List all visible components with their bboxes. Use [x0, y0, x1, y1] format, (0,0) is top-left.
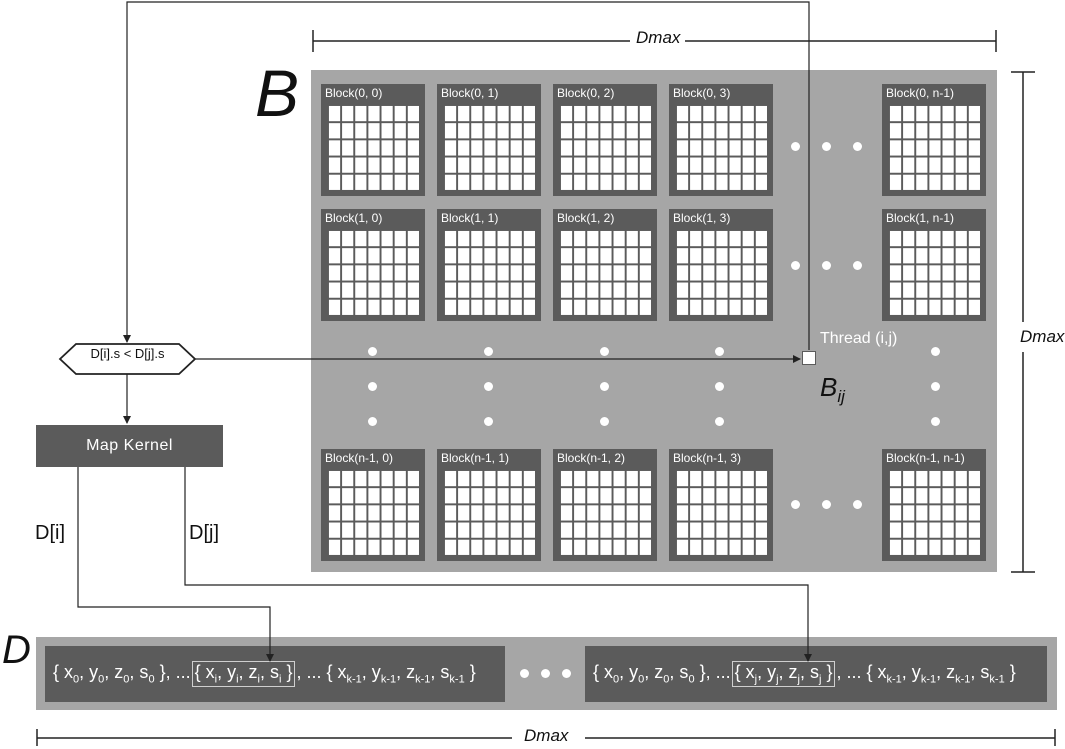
- d-segment-left: { x0, y0, z0, s0 }, ... { xi, yi, zi, si…: [45, 646, 505, 702]
- thread-grid: [327, 104, 419, 190]
- dim-right-label: Dmax: [1020, 327, 1065, 346]
- thread-grid: [443, 229, 535, 315]
- thread-grid: [327, 229, 419, 315]
- thread-cell: [802, 351, 816, 365]
- block-label: Block(1, 1): [441, 211, 499, 225]
- block-1-2: Block(1, 2): [553, 209, 657, 321]
- block-1-1: Block(1, 1): [437, 209, 541, 321]
- block-1-n-1: Block(1, n-1): [882, 209, 986, 321]
- block-label: Block(0, n-1): [886, 86, 955, 100]
- thread-grid: [559, 229, 651, 315]
- block-n-1-2: Block(n-1, 2): [553, 449, 657, 561]
- block-label: Block(1, 3): [673, 211, 731, 225]
- bij-label: Bij: [820, 372, 845, 407]
- d-j-label: D[j]: [189, 522, 219, 544]
- block-label: Block(0, 3): [673, 86, 731, 100]
- thread-grid: [559, 104, 651, 190]
- d-array-label: D: [2, 628, 31, 672]
- block-label: Block(n-1, 3): [673, 451, 742, 465]
- map-kernel-label: Map Kernel: [86, 437, 173, 454]
- dim-top: [312, 30, 997, 52]
- block-label: Block(n-1, n-1): [886, 451, 965, 465]
- thread-grid: [888, 104, 980, 190]
- b-matrix-label: B: [255, 56, 300, 130]
- thread-grid: [675, 229, 767, 315]
- block-0-n-1: Block(0, n-1): [882, 84, 986, 196]
- block-0-2: Block(0, 2): [553, 84, 657, 196]
- block-1-0: Block(1, 0): [321, 209, 425, 321]
- block-label: Block(n-1, 2): [557, 451, 626, 465]
- thread-grid: [888, 229, 980, 315]
- block-n-1-1: Block(n-1, 1): [437, 449, 541, 561]
- thread-grid: [443, 469, 535, 555]
- block-label: Block(0, 1): [441, 86, 499, 100]
- kernel-to-dj-arrow: [184, 467, 812, 662]
- block-label: Block(n-1, 0): [325, 451, 394, 465]
- block-n-1-3: Block(n-1, 3): [669, 449, 773, 561]
- block-0-3: Block(0, 3): [669, 84, 773, 196]
- thread-grid: [443, 104, 535, 190]
- thread-grid: [675, 104, 767, 190]
- block-label: Block(1, 0): [325, 211, 383, 225]
- map-kernel-box: Map Kernel: [36, 425, 223, 467]
- d-right-end: , ... { xk-1, yk-1, zk-1, sk-1 }: [836, 662, 1016, 686]
- condition-label: D[i].s < D[j].s: [90, 346, 165, 361]
- block-label: Block(0, 0): [325, 86, 383, 100]
- block-1-3: Block(1, 3): [669, 209, 773, 321]
- thread-grid: [327, 469, 419, 555]
- d-left-start: { x0, y0, z0, s0 }, ...: [53, 662, 191, 686]
- d-i-label: D[i]: [35, 522, 65, 544]
- dim-top-label: Dmax: [632, 28, 685, 48]
- block-0-1: Block(0, 1): [437, 84, 541, 196]
- dim-bottom-label: Dmax: [520, 726, 573, 746]
- block-label: Block(0, 2): [557, 86, 615, 100]
- block-n-1-n-1: Block(n-1, n-1): [882, 449, 986, 561]
- thread-grid: [675, 469, 767, 555]
- dim-right: [1011, 71, 1035, 573]
- dim-bottom: [36, 729, 1056, 746]
- thread-label: Thread (i,j): [820, 330, 898, 347]
- kernel-to-di-arrow: [77, 467, 274, 662]
- d-segment-right: { x0, y0, z0, s0 }, ... { xj, yj, zj, sj…: [585, 646, 1047, 702]
- thread-grid: [559, 469, 651, 555]
- block-label: Block(1, 2): [557, 211, 615, 225]
- block-label: Block(n-1, 1): [441, 451, 510, 465]
- thread-feedback-arrow: [123, 1, 810, 350]
- thread-grid: [888, 469, 980, 555]
- d-j-element: { xj, yj, zj, sj }: [731, 661, 836, 687]
- d-i-element: { xi, yi, zi, si }: [191, 661, 296, 687]
- d-right-start: { x0, y0, z0, s0 }, ...: [593, 662, 731, 686]
- d-left-end: , ... { xk-1, yk-1, zk-1, sk-1 }: [296, 662, 476, 686]
- block-label: Block(1, n-1): [886, 211, 955, 225]
- block-0-0: Block(0, 0): [321, 84, 425, 196]
- block-n-1-0: Block(n-1, 0): [321, 449, 425, 561]
